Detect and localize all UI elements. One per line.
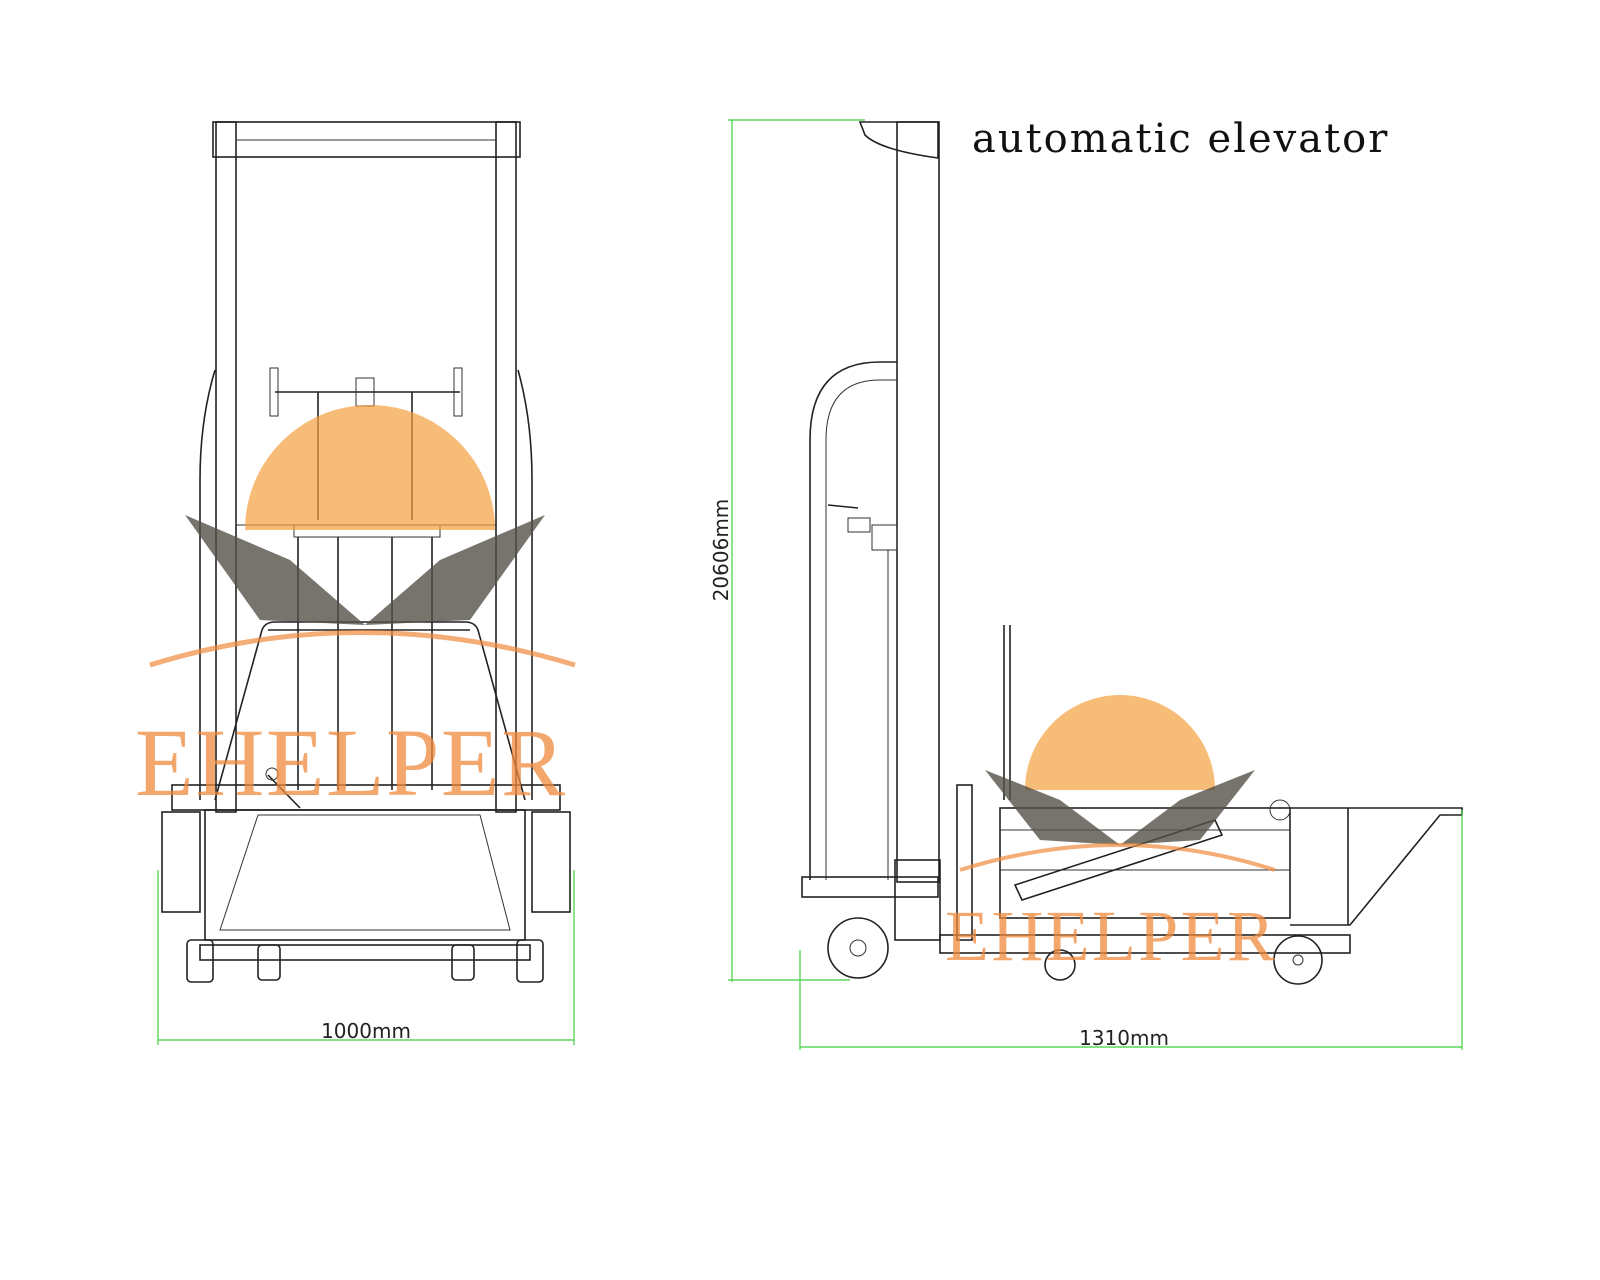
- dimension-height: 20606mm: [709, 119, 865, 982]
- dimension-side-length: 1310mm: [799, 810, 1463, 1050]
- svg-text:EHELPER: EHELPER: [945, 896, 1275, 976]
- watermark-text: EHELPER: [135, 709, 565, 816]
- height-label: 20606mm: [709, 499, 733, 602]
- side-wheels: [827, 917, 1323, 985]
- drawing-title: automatic elevator: [972, 116, 1390, 162]
- side-view: [801, 121, 1463, 985]
- watermark-logo-front: EHELPER: [135, 405, 576, 816]
- side-length-label: 1310mm: [1079, 1026, 1169, 1050]
- front-wheels: [186, 939, 544, 983]
- dimension-front-width: 1000mm: [157, 870, 575, 1045]
- front-width-label: 1000mm: [321, 1019, 411, 1043]
- watermark-logo-side: EHELPER: [945, 695, 1276, 976]
